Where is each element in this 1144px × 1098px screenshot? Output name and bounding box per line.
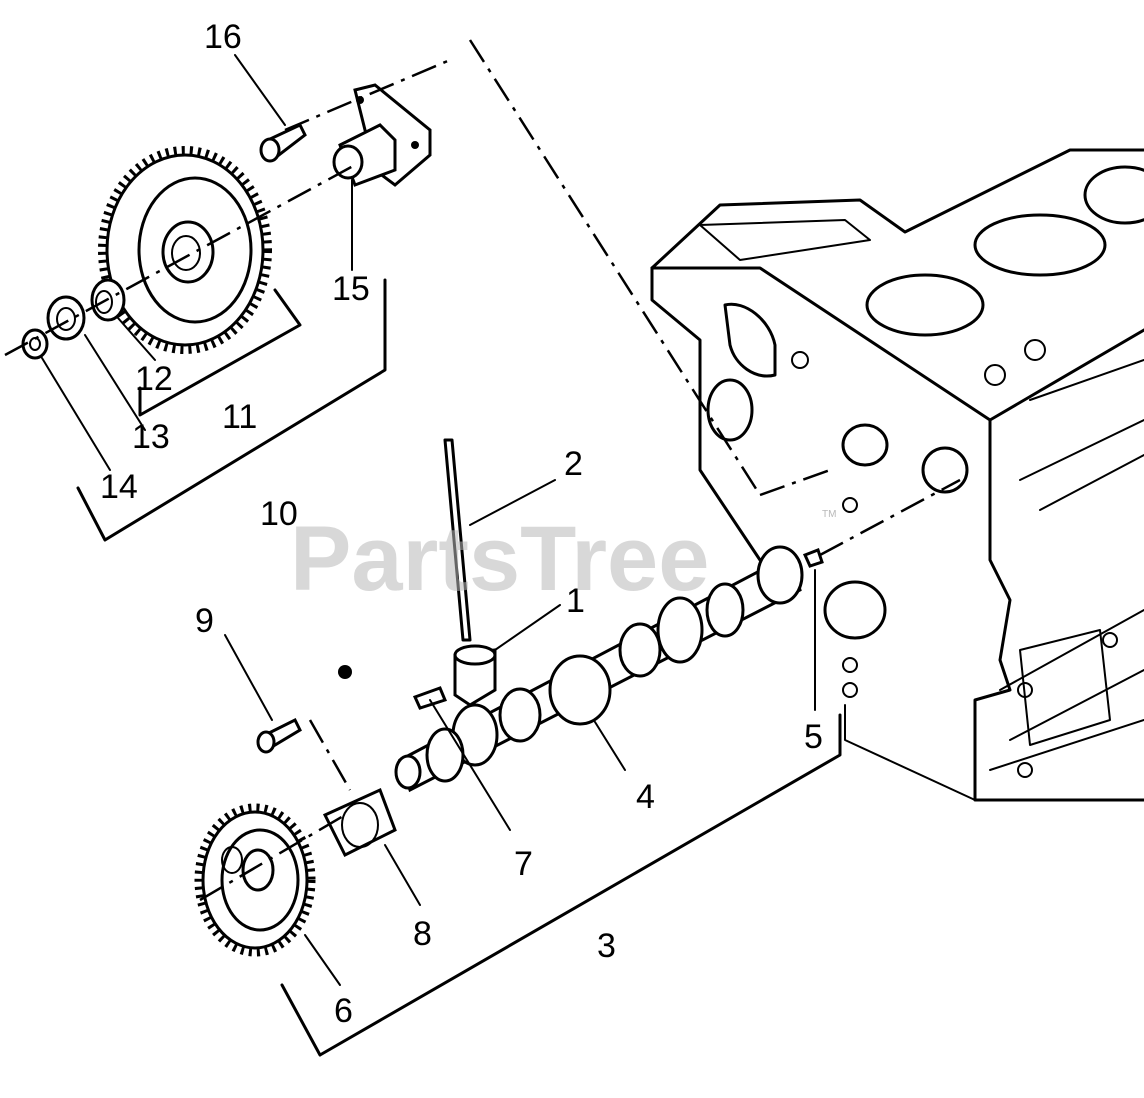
callout-6: 6 (334, 992, 353, 1030)
engine-block (650, 148, 1144, 802)
camshaft (394, 545, 804, 793)
center-lines (4, 39, 961, 902)
idler-shaft (259, 83, 432, 187)
group-brackets (76, 278, 842, 1057)
callout-14: 14 (100, 468, 138, 506)
watermark-trademark: TM (822, 509, 836, 520)
callout-9: 9 (195, 602, 214, 640)
callouts: 16 15 12 11 13 14 10 2 1 9 5 4 7 8 3 6 (100, 18, 823, 1030)
callout-5: 5 (804, 718, 823, 756)
watermark: PartsTree TM (290, 508, 836, 610)
callout-3: 3 (597, 927, 616, 965)
callout-13: 13 (132, 418, 170, 456)
bushing-and-washers (21, 278, 126, 360)
camshaft-gear-parts (194, 548, 824, 957)
callout-1: 1 (566, 582, 585, 620)
callout-2: 2 (564, 445, 583, 483)
callout-12: 12 (135, 360, 173, 398)
callout-8: 8 (413, 915, 432, 953)
tappet-and-pushrod (443, 438, 497, 707)
callout-7: 7 (514, 845, 533, 883)
watermark-text: PartsTree (290, 508, 709, 610)
callout-4: 4 (636, 778, 655, 816)
callout-15: 15 (332, 270, 370, 308)
callout-16: 16 (204, 18, 242, 56)
idler-gear (98, 146, 272, 354)
leader-lines (41, 54, 816, 986)
callout-10: 10 (260, 495, 298, 533)
callout-11: 11 (222, 398, 257, 436)
